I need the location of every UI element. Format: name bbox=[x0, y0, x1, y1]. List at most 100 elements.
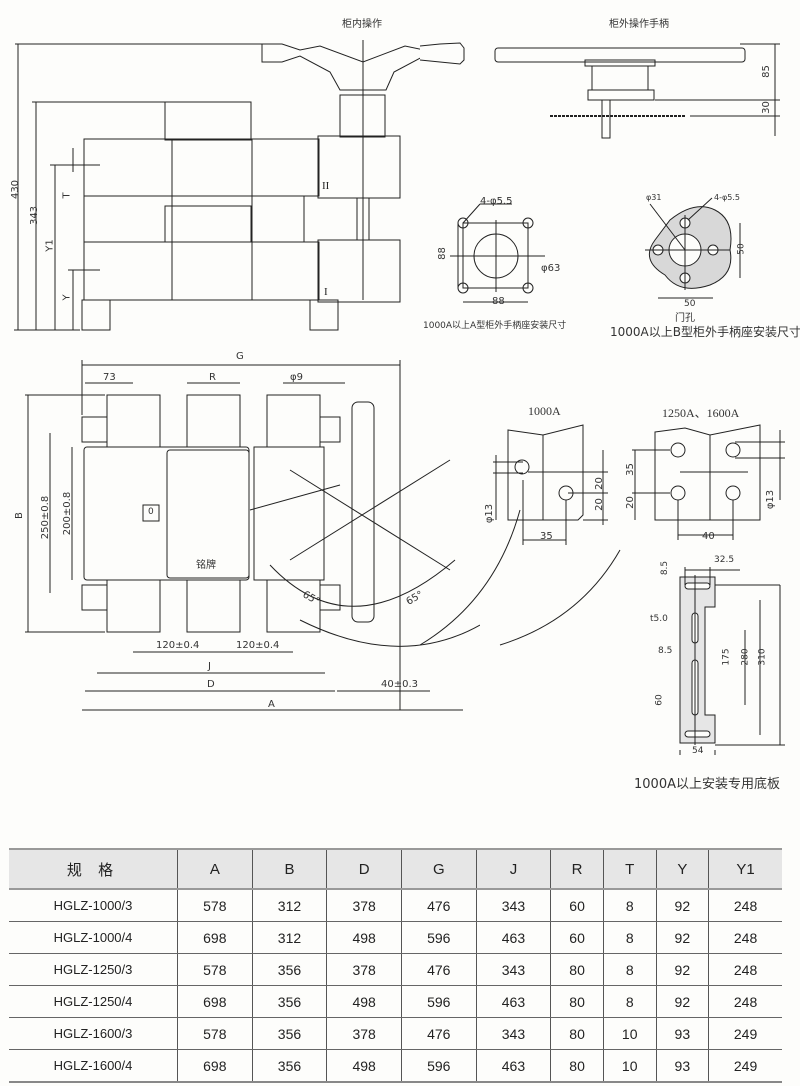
header-b: B bbox=[251, 848, 327, 890]
model-cell: HGLZ-1250/3 bbox=[9, 953, 178, 986]
base-plate-dim-175: 175 bbox=[721, 648, 732, 666]
value-cell: 378 bbox=[326, 953, 402, 986]
type-a-mount-drawing bbox=[450, 203, 545, 303]
base-plate-dim-8-5-slot: 8.5 bbox=[658, 646, 673, 656]
value-cell: 312 bbox=[251, 889, 327, 922]
value-cell: 60 bbox=[550, 921, 604, 954]
header-d: D bbox=[326, 848, 402, 890]
header-r: R bbox=[550, 848, 604, 890]
type-a-height: 88 bbox=[436, 247, 448, 260]
value-cell: 343 bbox=[475, 953, 551, 986]
value-cell: 578 bbox=[177, 889, 253, 922]
base-plate-dim-280: 280 bbox=[740, 648, 751, 666]
value-cell: 378 bbox=[326, 1017, 402, 1050]
value-cell: 356 bbox=[251, 1049, 327, 1083]
header-model: 规 格 bbox=[9, 848, 178, 890]
value-cell: 476 bbox=[400, 1017, 477, 1050]
value-cell: 93 bbox=[655, 1017, 709, 1050]
type-b-height: 50 bbox=[736, 243, 747, 255]
value-cell: 93 bbox=[655, 1049, 709, 1083]
model-cell: HGLZ-1600/4 bbox=[9, 1049, 178, 1083]
base-plate-dim-8-5-top: 8.5 bbox=[660, 560, 671, 576]
value-cell: 356 bbox=[251, 985, 327, 1018]
value-cell: 10 bbox=[602, 1049, 657, 1083]
base-plate-dim-310: 310 bbox=[757, 648, 768, 666]
header-y: Y bbox=[655, 848, 709, 890]
dim-73: 73 bbox=[103, 372, 116, 383]
value-cell: 498 bbox=[326, 1049, 402, 1083]
dim-pitch-2: 120±0.4 bbox=[236, 640, 280, 651]
dim-a: A bbox=[268, 699, 275, 710]
outside-handle-drawing bbox=[494, 43, 780, 139]
value-cell: 578 bbox=[177, 1017, 253, 1050]
dim-y: Y bbox=[61, 294, 73, 301]
indicator-label: 0 bbox=[148, 507, 154, 517]
base-plate-dim-54: 54 bbox=[692, 746, 704, 756]
base-plate-dim-32-5: 32.5 bbox=[714, 555, 735, 565]
dim-y1: Y1 bbox=[44, 239, 56, 252]
base-plate-caption: 1000A以上安装专用底板 bbox=[634, 777, 780, 792]
value-cell: 698 bbox=[177, 921, 253, 954]
value-cell: 356 bbox=[251, 1017, 327, 1050]
connector-arcs bbox=[419, 509, 621, 646]
base-plate-thickness: t5.0 bbox=[650, 614, 668, 624]
value-cell: 476 bbox=[400, 953, 477, 986]
type-b-mount-drawing bbox=[645, 197, 741, 299]
inside-operation-drawing: II I bbox=[14, 40, 420, 331]
value-cell: 80 bbox=[550, 1017, 604, 1050]
header-t: T bbox=[602, 848, 657, 890]
value-cell: 463 bbox=[475, 985, 551, 1018]
dim-d: D bbox=[207, 679, 215, 690]
header-j: J bbox=[475, 848, 551, 890]
type-b-caption: 1000A以上B型柜外手柄座安装尺寸 bbox=[610, 325, 800, 339]
value-cell: 80 bbox=[550, 1049, 604, 1083]
type-a-hole-label: 4-φ5.5 bbox=[480, 196, 513, 207]
terminal-1250a-title: 1250A、1600A bbox=[662, 406, 740, 420]
type-a-caption: 1000A以上A型柜外手柄座安装尺寸 bbox=[423, 321, 567, 331]
terminal-1000a-dim-20a: 20 bbox=[593, 477, 605, 490]
value-cell: 248 bbox=[708, 985, 782, 1018]
dim-j: J bbox=[208, 661, 211, 672]
value-cell: 343 bbox=[475, 889, 551, 922]
type-b-door-hole: 门孔 bbox=[675, 313, 695, 324]
value-cell: 698 bbox=[177, 1049, 253, 1083]
dim-b: B bbox=[13, 512, 25, 519]
dim-t: T bbox=[61, 192, 73, 199]
svg-text:I: I bbox=[324, 286, 328, 298]
type-a-center-hole: φ63 bbox=[541, 263, 561, 274]
dim-430: 430 bbox=[10, 179, 22, 200]
value-cell: 248 bbox=[708, 889, 782, 922]
value-cell: 60 bbox=[550, 889, 604, 922]
model-cell: HGLZ-1000/4 bbox=[9, 921, 178, 954]
value-cell: 248 bbox=[708, 921, 782, 954]
value-cell: 8 bbox=[602, 953, 657, 986]
outside-handle-title: 柜外操作手柄 bbox=[609, 19, 669, 30]
inside-handle-right bbox=[420, 42, 465, 65]
value-cell: 92 bbox=[655, 889, 709, 922]
type-a-width: 88 bbox=[492, 296, 505, 307]
value-cell: 8 bbox=[602, 985, 657, 1018]
value-cell: 249 bbox=[708, 1049, 782, 1083]
dim-pitch-1: 120±0.4 bbox=[156, 640, 200, 651]
value-cell: 578 bbox=[177, 953, 253, 986]
value-cell: 8 bbox=[602, 889, 657, 922]
value-cell: 596 bbox=[400, 921, 477, 954]
value-cell: 249 bbox=[708, 1017, 782, 1050]
terminal-1250a-dim-40: 40 bbox=[702, 531, 715, 542]
dim-40: 40±0.3 bbox=[381, 679, 419, 690]
value-cell: 476 bbox=[400, 889, 477, 922]
value-cell: 80 bbox=[550, 953, 604, 986]
value-cell: 92 bbox=[655, 953, 709, 986]
dim-30: 30 bbox=[760, 101, 772, 114]
type-b-width: 50 bbox=[684, 299, 696, 309]
header-y1: Y1 bbox=[708, 848, 782, 890]
value-cell: 10 bbox=[602, 1017, 657, 1050]
terminal-1000a-drawing bbox=[493, 424, 608, 545]
model-cell: HGLZ-1600/3 bbox=[9, 1017, 178, 1050]
value-cell: 356 bbox=[251, 953, 327, 986]
